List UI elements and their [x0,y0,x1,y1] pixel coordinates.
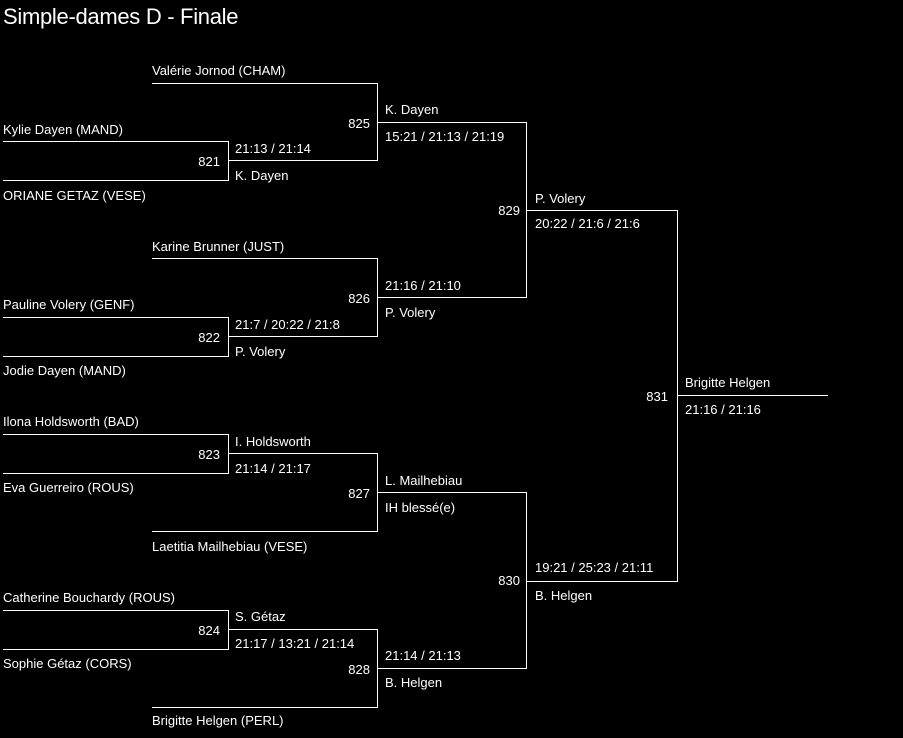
bracket-line [152,531,378,532]
score-826: 21:16 / 21:10 [385,278,461,293]
player-r1-821-bottom: ORIANE GETAZ (VESE) [3,188,146,203]
player-r2-828-bye: Brigitte Helgen (PERL) [152,713,284,728]
bracket-line [3,434,229,435]
match-number-821: 821 [198,154,220,169]
match-number-826: 826 [348,291,370,306]
winner-823: I. Holdsworth [235,434,311,449]
match-number-824: 824 [198,623,220,638]
player-r1-824-bottom: Sophie Gétaz (CORS) [3,656,132,671]
bracket-line [377,668,527,669]
winner-827: L. Mailhebiau [385,473,463,488]
winner-828: B. Helgen [385,675,443,690]
score-823: 21:14 / 21:17 [235,461,311,476]
match-number-829: 829 [498,203,520,218]
winner-821: K. Dayen [235,168,289,183]
score-827: IH blessé(e) [385,500,456,515]
bracket-line [377,492,527,493]
bracket-line [3,141,229,142]
score-824: 21:17 / 13:21 / 21:14 [235,636,355,651]
bracket-line [3,317,229,318]
match-number-823: 823 [198,447,220,462]
bracket-line [228,629,378,630]
bracket-line [3,649,229,650]
player-r2-827-bye: Laetitia Mailhebiau (VESE) [152,539,308,554]
bracket-line [228,336,378,337]
score-830: 19:21 / 25:23 / 21:11 [535,560,654,575]
score-825: 15:21 / 21:13 / 21:19 [385,129,505,144]
bracket-line [3,356,229,357]
match-number-822: 822 [198,330,220,345]
player-r2-825-bye: Valérie Jornod (CHAM) [152,63,286,78]
bracket-line [677,395,828,396]
player-r1-824-top: Catherine Bouchardy (ROUS) [3,590,175,605]
bracket-line [526,581,678,582]
player-r1-822-top: Pauline Volery (GENF) [3,297,135,312]
winner-824: S. Gétaz [235,609,286,624]
winner-830: B. Helgen [535,588,593,603]
winner-825: K. Dayen [385,102,439,117]
bracket-line [228,453,378,454]
bracket-line [152,258,378,259]
match-number-825: 825 [348,116,370,131]
bracket-line [228,141,229,181]
bracket-line [228,434,229,474]
champion-name: Brigitte Helgen [685,375,771,390]
page-title: Simple-dames D - Finale [3,4,239,29]
bracket-line [3,180,229,181]
bracket-line [228,317,229,357]
bracket-line [377,297,527,298]
bracket-line [3,610,229,611]
match-number-831: 831 [646,389,668,404]
bracket-line [228,160,378,161]
bracket-line [526,210,678,211]
match-number-827: 827 [348,486,370,501]
bracket-line [228,610,229,650]
score-828: 21:14 / 21:13 [385,648,461,663]
bracket-line [377,122,527,123]
score-821: 21:13 / 21:14 [235,141,311,156]
score-829: 20:22 / 21:6 / 21:6 [535,216,640,231]
final-score: 21:16 / 21:16 [685,402,761,417]
player-r1-822-bottom: Jodie Dayen (MAND) [3,363,126,378]
score-822: 21:7 / 20:22 / 21:8 [235,317,340,332]
winner-829: P. Volery [535,191,586,206]
winner-822: P. Volery [235,344,286,359]
player-r1-821-top: Kylie Dayen (MAND) [3,122,123,137]
winner-826: P. Volery [385,305,436,320]
match-number-830: 830 [498,573,520,588]
bracket-line [526,492,527,669]
bracket-line [152,707,378,708]
bracket-line [3,473,229,474]
match-number-828: 828 [348,662,370,677]
player-r1-823-bottom: Eva Guerreiro (ROUS) [3,480,134,495]
player-r1-823-top: Ilona Holdsworth (BAD) [3,414,139,429]
bracket-line [152,83,378,84]
bracket-line [677,210,678,582]
player-r2-826-bye: Karine Brunner (JUST) [152,239,285,254]
